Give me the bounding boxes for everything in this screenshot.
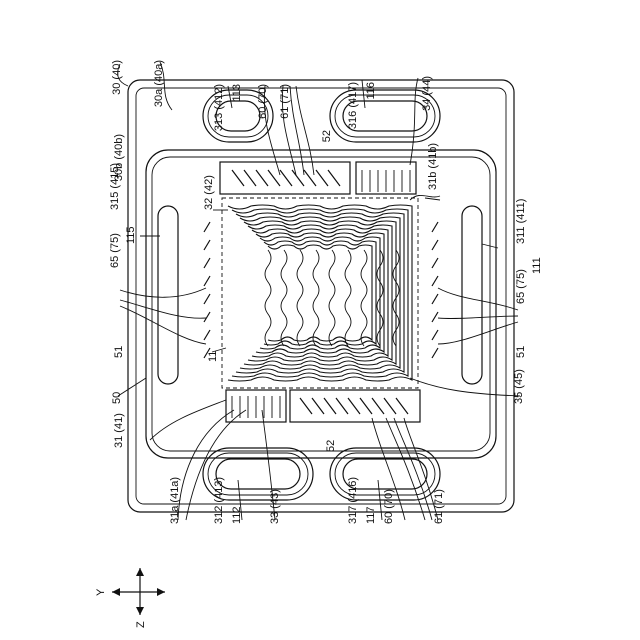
label-51-left: 51 (113, 346, 125, 358)
flow-channel (260, 237, 380, 349)
label-51-right: 51 (515, 346, 527, 358)
guide-ribs-bottom (300, 398, 408, 414)
label-11: 11 (207, 351, 219, 362)
label-31-41: 31 (41) (113, 413, 125, 448)
label-115: 115 (125, 226, 137, 244)
label-61-71-bottom: 61 (71) (433, 489, 445, 524)
label-31b-41b: 31b (41b) (427, 143, 439, 190)
label-317-416: 317 (416) (347, 477, 359, 524)
flow-channel-inner (361, 250, 367, 346)
flow-channel-inner (313, 250, 319, 346)
distribution-region-top (220, 162, 350, 194)
label-116: 116 (365, 82, 377, 100)
flow-channel-inner (345, 250, 351, 346)
label-65-75-left: 65 (75) (109, 233, 121, 268)
flow-channel (264, 241, 376, 345)
label-316-417: 316 (417) (347, 82, 359, 129)
flow-channel-inner (265, 250, 271, 346)
label-60-70-top: 60 (70) (257, 84, 269, 119)
flow-field (228, 205, 412, 381)
label-30-40: 30 (40) (111, 60, 123, 95)
label-35-45: 35 (45) (513, 369, 525, 404)
label-61-71-top: 61 (71) (279, 84, 291, 119)
label-312-413: 312 (413) (213, 477, 225, 524)
axis-z-label: Z (135, 621, 147, 628)
flow-channel-inner (329, 250, 335, 346)
label-50: 50 (111, 392, 123, 404)
label-117: 117 (365, 506, 377, 524)
label-315-415: 315 (415) (109, 163, 121, 210)
outer-plate (128, 80, 514, 512)
flow-channel-inner (281, 250, 287, 346)
flow-channel-inner (297, 250, 303, 346)
distribution-region-bottom (290, 390, 420, 422)
flow-channel (268, 245, 372, 341)
label-65-75-right: 65 (75) (515, 269, 527, 304)
manifold-111 (462, 206, 482, 384)
label-52-top: 52 (321, 130, 333, 142)
left-bosses (204, 222, 210, 358)
label-32-42: 32 (42) (203, 175, 215, 210)
label-34-44: 34 (44) (421, 76, 433, 111)
comb-channels-top-right (362, 170, 410, 192)
manifold-115 (158, 206, 178, 384)
label-52-bottom: 52 (325, 440, 337, 452)
label-112: 112 (231, 506, 243, 524)
right-bosses (432, 222, 438, 358)
label-60-70-bottom: 60 (70) (383, 489, 395, 524)
label-111: 111 (531, 257, 543, 274)
label-31a-41a: 31a (41a) (169, 477, 181, 524)
axis-y-label: Y (95, 588, 107, 596)
label-30a-40a: 30a (40a) (153, 60, 165, 107)
label-311-411: 311 (411) (515, 199, 527, 244)
label-33-43: 33 (43) (269, 489, 281, 524)
axes (112, 568, 165, 615)
label-113: 113 (231, 84, 243, 102)
seal-line-outer (146, 150, 496, 458)
label-313-412: 313 (412) (213, 84, 225, 131)
guide-ribs-top (232, 170, 340, 186)
